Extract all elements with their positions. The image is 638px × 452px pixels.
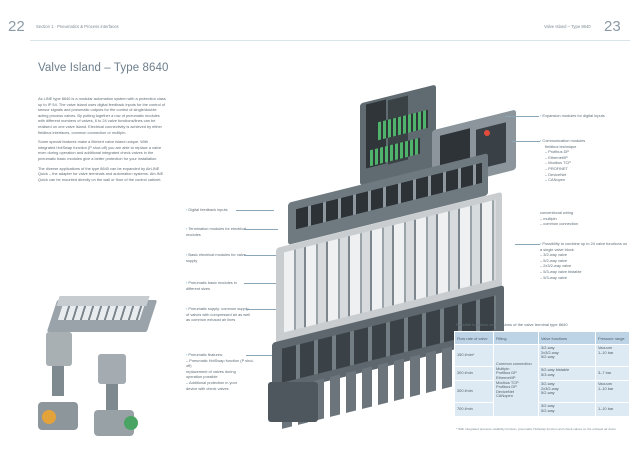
valve-item: – 5/2-way valve <box>540 257 568 263</box>
left-running-head: Section 1 · Pneumatics & Process interfa… <box>36 24 119 29</box>
callout-pneumatic-basic: › Pneumatic basic modules in different s… <box>186 280 250 291</box>
comm-item: – DeviceNet <box>545 171 567 177</box>
feature-item: – Pneumatic HotSwap function (P shut-off… <box>186 357 254 369</box>
callout-label: Pneumatic supply: common supply of valve… <box>186 306 251 323</box>
leader-line <box>244 229 278 230</box>
feature-item: replacement of valves during <box>186 368 236 374</box>
fitting-cell: Common connection Multipin Profibus DP E… <box>493 344 539 417</box>
comm-item: – Profibus DP <box>545 149 570 155</box>
functions-cell: 3/2-way 5/2-way <box>538 402 596 417</box>
callout-label: Pneumatic basic modules in different siz… <box>186 280 237 291</box>
intro-text: As LINE type 8640 is a modular automatio… <box>38 96 166 186</box>
callout-label: Basic electrical modules for valve suppl… <box>186 252 246 263</box>
right-running-head: Valve Island – Type 8640 <box>544 24 591 29</box>
valve-item: – 5/3-way valve <box>540 274 568 280</box>
table-header-cell: Flow rate of valve <box>454 331 494 345</box>
table-row: 150 l/min* Common connection Multipin Pr… <box>454 344 630 417</box>
functions-cell: 5/2-way bistable 5/3-way <box>538 366 596 381</box>
table-header-cell: Fitting <box>493 331 539 345</box>
comm-item: – PROFINET <box>545 165 568 171</box>
pressure-cell: Vacuum 1–10 bar <box>595 344 630 367</box>
callout-label: Expansion modules for digital inputs <box>542 113 605 118</box>
flow-cell: 150 l/min* <box>454 344 494 367</box>
table-row: 300 l/min 5/2-way bistable 5/3-way 3–7 b… <box>454 366 630 381</box>
leader-line <box>244 255 284 256</box>
callout-label: Termination modules for electrical modul… <box>186 226 247 237</box>
leader-line <box>246 309 290 310</box>
functions-cell: 3/2-way 2x3/2-way 5/2-way <box>538 380 596 403</box>
comm-item: – Ethernet/IP <box>545 154 568 160</box>
callout-label: Communication modules <box>542 138 586 143</box>
callout-digital-feedback: › Digital feedback inputs <box>186 207 256 213</box>
functions-table: Flow rate of valve Fitting Valve functio… <box>454 331 630 417</box>
airline-quick-illustration <box>38 292 158 442</box>
callout-conventional-wiring: conventional wiring – multipin – common … <box>540 210 626 227</box>
pressure-cell: 1–10 bar <box>595 402 630 417</box>
feature-item: – Additional protection in your <box>186 379 238 385</box>
leader-line <box>512 141 540 142</box>
table-row: 700 l/min 3/2-way 5/2-way 1–10 bar <box>454 402 630 417</box>
valve-item: – 2x3/2-way valve <box>540 263 572 269</box>
callout-expansion-modules: › Expansion modules for digital inputs <box>540 113 626 119</box>
flow-cell: 300 l/min <box>454 366 494 381</box>
leader-line <box>505 116 539 117</box>
table-header-cell: Pressure range <box>595 331 630 345</box>
pressure-cell: Vacuum 1–10 bar <box>595 380 630 403</box>
leader-line <box>236 210 274 211</box>
table-caption: Possible functions and versions of the v… <box>456 322 568 327</box>
table-header-cell: Valve functions <box>538 331 596 345</box>
callout-termination: › Termination modules for electrical mod… <box>186 226 250 237</box>
right-page-number: 23 <box>604 18 621 35</box>
flow-cell: 300 l/min <box>454 380 494 403</box>
functions-cell: 3/2-way 2x3/2-way 5/2-way <box>538 344 596 367</box>
callout-communication-modules: › Communication modules fieldbus techniq… <box>540 138 626 183</box>
leader-line <box>515 244 540 245</box>
wiring-item: – common connection <box>540 221 579 227</box>
valve-item: – 5/3-way valve bistable <box>540 268 582 274</box>
callout-label: Pneumatic features: <box>188 352 223 357</box>
callout-pneumatic-features: › Pneumatic features: – Pneumatic HotSwa… <box>186 352 256 391</box>
feature-item: device with check valves <box>186 385 229 391</box>
callout-label: conventional wiring <box>540 210 574 215</box>
table-row: 300 l/min 3/2-way 2x3/2-way 5/2-way Vacu… <box>454 380 630 403</box>
callout-label: Digital feedback inputs <box>188 207 228 212</box>
callout-pneumatic-supply: › Pneumatic supply: common supply of val… <box>186 306 252 323</box>
intro-paragraph: The diverse applications of the type 864… <box>38 165 164 182</box>
leader-line <box>246 355 286 356</box>
leader-line <box>244 283 288 284</box>
flow-cell: 700 l/min <box>454 402 494 417</box>
callout-valve-combination: › Possibility to combine up to 24 valve … <box>540 241 628 280</box>
table-footnote: * With integrated pressure reliability f… <box>456 427 616 431</box>
page-title: Valve Island – Type 8640 <box>38 62 169 74</box>
feature-item: operation possible <box>186 374 218 380</box>
wiring-item: – multipin <box>540 215 557 221</box>
intro-paragraph: As LINE type 8640 is a modular automatio… <box>38 96 166 135</box>
callout-label: Possibility to combine up to 24 valve fu… <box>540 241 628 252</box>
intro-paragraph: Some special features make a Bürkert val… <box>38 139 162 161</box>
left-page-number: 22 <box>8 18 25 35</box>
callout-basic-electrical: › Basic electrical modules for valve sup… <box>186 252 250 263</box>
valve-island-illustration <box>262 84 552 432</box>
valve-item: – 3/2-way valve <box>540 252 568 258</box>
comm-item: fieldbus technique <box>545 143 577 149</box>
pressure-cell: 3–7 bar <box>595 366 630 381</box>
comm-item: – CANopen <box>545 177 566 183</box>
header-rule <box>30 40 630 41</box>
comm-item: – Modbus TCP <box>545 160 571 166</box>
table-header-row: Flow rate of valve Fitting Valve functio… <box>454 331 630 345</box>
